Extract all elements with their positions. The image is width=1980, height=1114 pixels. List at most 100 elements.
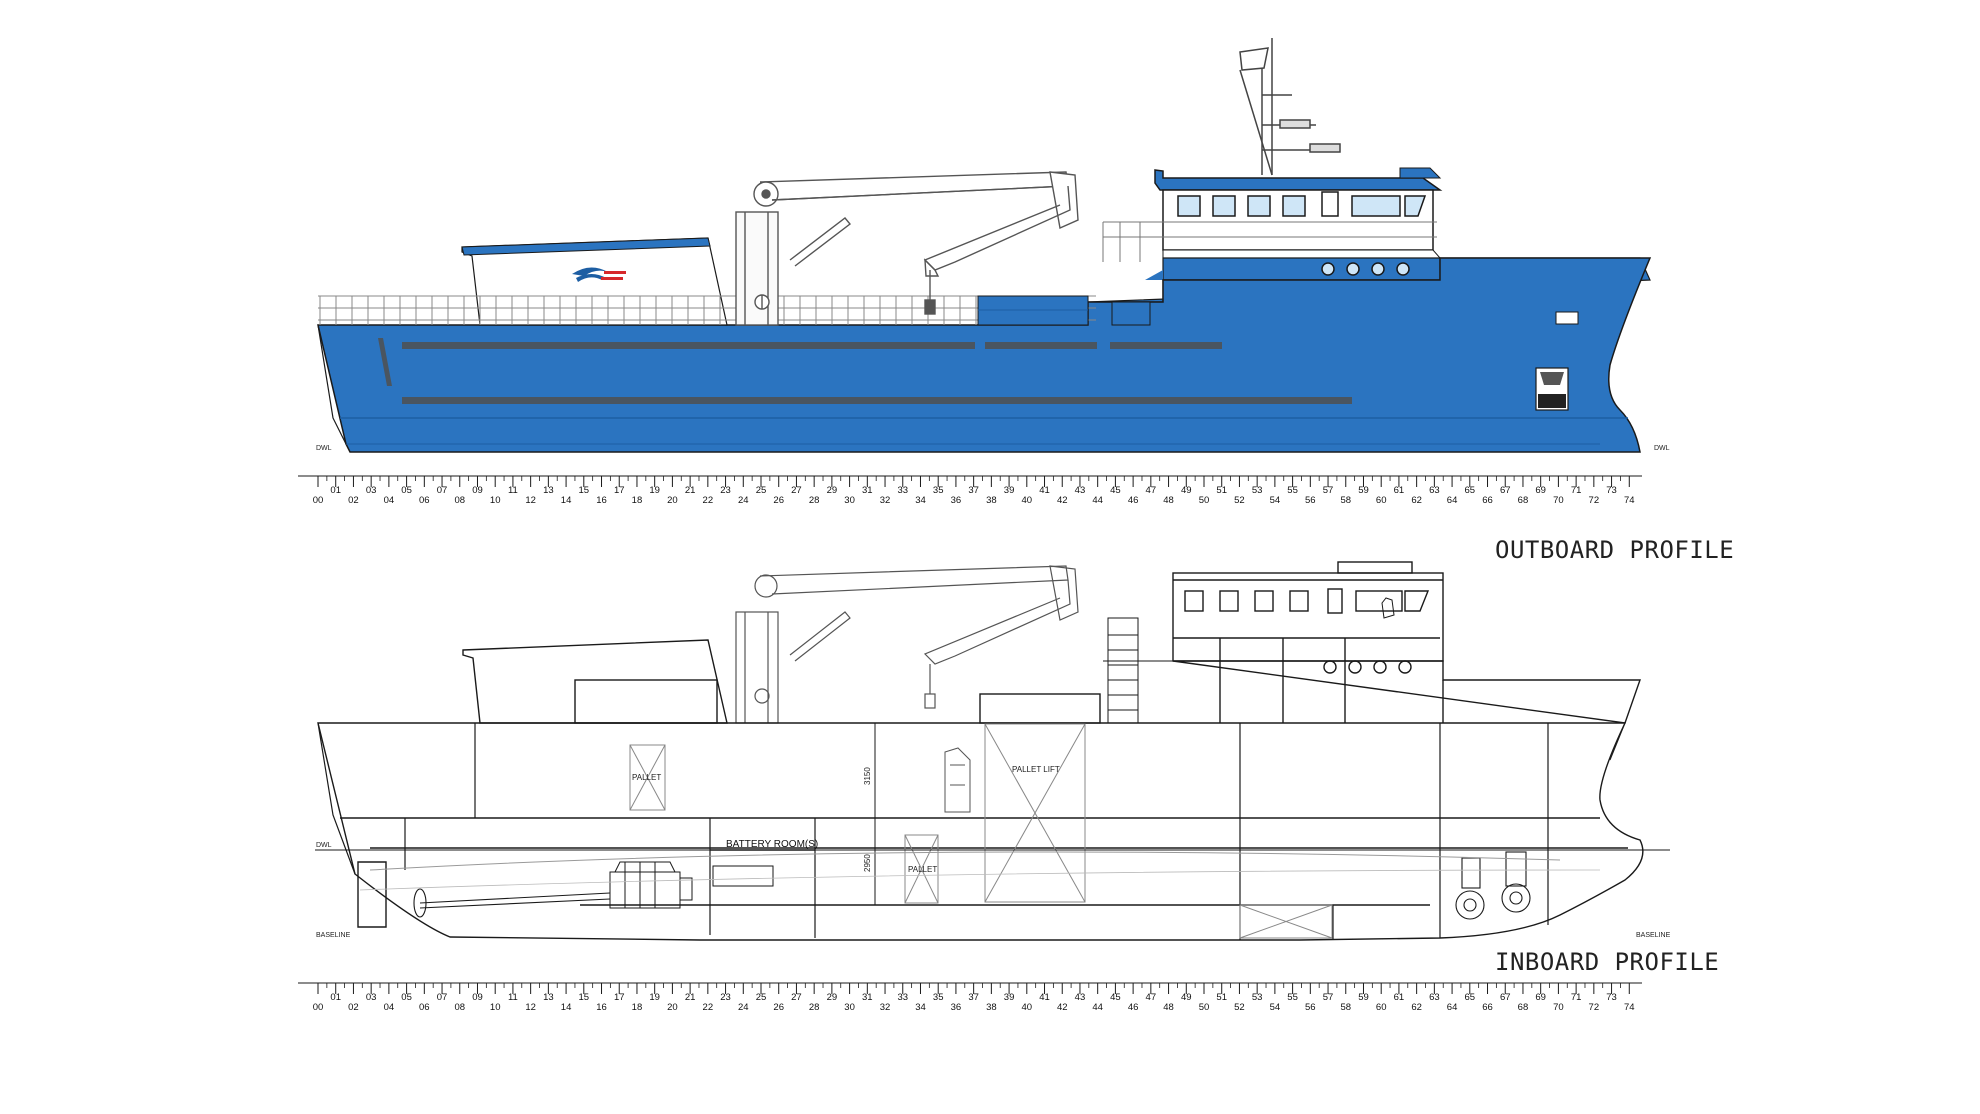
frame-label-71: 71 xyxy=(1571,992,1582,1003)
frame-label-47: 47 xyxy=(1146,485,1157,496)
frame-label-25: 25 xyxy=(756,485,767,496)
frame-label-09: 09 xyxy=(472,992,483,1003)
frame-label-59: 59 xyxy=(1358,485,1369,496)
frame-label-16: 16 xyxy=(596,495,607,506)
dim-2950: 2950 xyxy=(863,854,872,872)
frame-label-33: 33 xyxy=(897,992,908,1003)
frame-label-43: 43 xyxy=(1075,485,1086,496)
frame-label-19: 19 xyxy=(649,992,660,1003)
frame-label-51: 51 xyxy=(1216,992,1227,1003)
frame-label-27: 27 xyxy=(791,485,802,496)
frame-label-62: 62 xyxy=(1411,1002,1422,1013)
frame-scale-inboard: 0001020304050607080910111213141516171819… xyxy=(298,982,1642,1013)
frame-label-56: 56 xyxy=(1305,1002,1316,1013)
frame-label-68: 68 xyxy=(1518,495,1529,506)
frame-label-50: 50 xyxy=(1199,495,1210,506)
frame-label-01: 01 xyxy=(330,485,341,496)
frame-label-39: 39 xyxy=(1004,992,1015,1003)
frame-label-48: 48 xyxy=(1163,495,1174,506)
frame-label-42: 42 xyxy=(1057,495,1068,506)
frame-label-34: 34 xyxy=(915,495,926,506)
frame-label-72: 72 xyxy=(1589,495,1600,506)
frame-label-57: 57 xyxy=(1323,992,1334,1003)
frame-label-12: 12 xyxy=(525,495,536,506)
frame-label-54: 54 xyxy=(1270,495,1281,506)
frame-label-45: 45 xyxy=(1110,992,1121,1003)
frame-label-11: 11 xyxy=(508,992,518,1003)
frame-label-06: 06 xyxy=(419,1002,430,1013)
frame-label-07: 07 xyxy=(437,992,448,1003)
inboard-profile xyxy=(317,561,1644,941)
pallet-lift-label: PALLET LIFT xyxy=(1012,765,1060,774)
frame-label-43: 43 xyxy=(1075,992,1086,1003)
frame-label-46: 46 xyxy=(1128,495,1139,506)
wheelhouse-roof xyxy=(1154,169,1443,191)
frame-label-31: 31 xyxy=(862,485,873,496)
crane-inboard xyxy=(735,565,1079,724)
frame-label-21: 21 xyxy=(685,485,696,496)
frame-label-33: 33 xyxy=(897,485,908,496)
frame-label-10: 10 xyxy=(490,495,501,506)
frame-label-14: 14 xyxy=(561,495,572,506)
frame-label-71: 71 xyxy=(1571,485,1582,496)
frame-label-65: 65 xyxy=(1465,485,1476,496)
frame-label-59: 59 xyxy=(1358,992,1369,1003)
crane-outboard xyxy=(735,171,1079,326)
frame-label-05: 05 xyxy=(401,485,412,496)
frame-label-00: 00 xyxy=(313,495,324,506)
portholes-inboard xyxy=(1323,660,1412,674)
frame-label-20: 20 xyxy=(667,495,678,506)
frame-label-45: 45 xyxy=(1110,485,1121,496)
dwl-label-aft: DWL xyxy=(316,445,332,452)
frame-label-56: 56 xyxy=(1305,495,1316,506)
frame-label-55: 55 xyxy=(1287,485,1298,496)
frame-label-64: 64 xyxy=(1447,1002,1458,1013)
frame-label-23: 23 xyxy=(720,992,731,1003)
frame-label-08: 08 xyxy=(454,495,465,506)
frame-label-40: 40 xyxy=(1022,1002,1033,1013)
frame-label-17: 17 xyxy=(614,992,625,1003)
frame-label-02: 02 xyxy=(348,1002,359,1013)
frame-label-63: 63 xyxy=(1429,485,1440,496)
dwl-label-inboard: DWL xyxy=(316,842,332,849)
frame-scale-outboard: 0001020304050607080910111213141516171819… xyxy=(298,475,1642,506)
battery-room-label: BATTERY ROOM(S) xyxy=(726,839,818,850)
wheelhouse-roof-inboard xyxy=(1337,561,1413,574)
frame-label-74: 74 xyxy=(1624,495,1635,506)
frame-label-18: 18 xyxy=(632,495,643,506)
frame-label-12: 12 xyxy=(525,1002,536,1013)
frame-label-17: 17 xyxy=(614,485,625,496)
main-engine xyxy=(609,861,693,909)
frame-label-19: 19 xyxy=(649,485,660,496)
frame-label-60: 60 xyxy=(1376,495,1387,506)
frame-label-60: 60 xyxy=(1376,1002,1387,1013)
frame-label-50: 50 xyxy=(1199,1002,1210,1013)
frame-label-31: 31 xyxy=(862,992,873,1003)
frame-label-58: 58 xyxy=(1340,1002,1351,1013)
frame-label-66: 66 xyxy=(1482,1002,1493,1013)
frame-label-40: 40 xyxy=(1022,495,1033,506)
frame-label-30: 30 xyxy=(844,495,855,506)
frame-label-37: 37 xyxy=(968,992,979,1003)
frame-label-61: 61 xyxy=(1394,992,1405,1003)
frame-label-26: 26 xyxy=(773,495,784,506)
aft-deckhouse-inboard xyxy=(462,639,728,724)
frame-label-22: 22 xyxy=(703,495,714,506)
frame-label-62: 62 xyxy=(1411,495,1422,506)
pallet-label-1: PALLET xyxy=(632,773,661,782)
frame-label-28: 28 xyxy=(809,1002,820,1013)
frame-label-49: 49 xyxy=(1181,992,1192,1003)
frame-label-14: 14 xyxy=(561,1002,572,1013)
frame-label-66: 66 xyxy=(1482,495,1493,506)
frame-label-15: 15 xyxy=(579,485,590,496)
frame-label-32: 32 xyxy=(880,495,891,506)
frame-label-06: 06 xyxy=(419,495,430,506)
frame-label-20: 20 xyxy=(667,1002,678,1013)
frame-label-42: 42 xyxy=(1057,1002,1068,1013)
frame-label-24: 24 xyxy=(738,495,749,506)
frame-label-69: 69 xyxy=(1535,992,1546,1003)
bulkheads xyxy=(404,723,1549,940)
frame-label-03: 03 xyxy=(366,992,377,1003)
frame-label-41: 41 xyxy=(1039,485,1050,496)
